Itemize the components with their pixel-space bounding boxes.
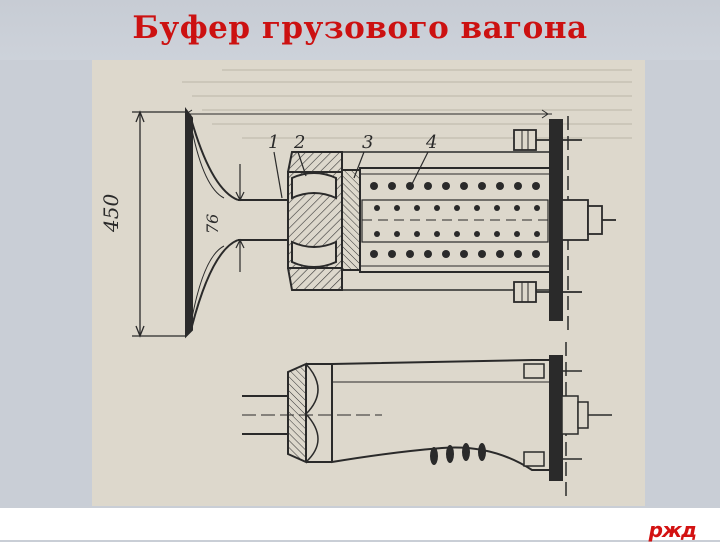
dimension-height-label: 450 (99, 194, 123, 233)
callout-label-3: 3 (362, 132, 373, 153)
plate-flare-bottom (191, 239, 239, 327)
slide-title: Буфер грузового вагона (132, 10, 588, 46)
callout-label-2: 2 (293, 132, 305, 153)
callout-leaders (273, 151, 429, 199)
scan-texture (182, 69, 632, 139)
callout-label-4: 4 (425, 132, 437, 153)
slide-header-background (0, 0, 720, 60)
mounting-flange (549, 119, 563, 321)
buffer-section-view (132, 107, 616, 339)
footer-band (0, 508, 720, 540)
height-dimension (132, 109, 552, 338)
spring-cover (341, 169, 361, 271)
buffer-plate (185, 107, 193, 339)
rzd-logo: ржд (648, 518, 697, 542)
mounting-bolts (513, 129, 616, 303)
buffer-drawing-figure: 1 2 3 4 450 76 (92, 60, 645, 506)
callout-label-1: 1 (268, 132, 279, 153)
housing-exterior (331, 359, 551, 471)
buffer-technical-drawing: 1 2 3 4 450 76 (99, 69, 632, 496)
buffer-exterior-view (242, 342, 612, 496)
buffer-housing (359, 167, 551, 273)
callout-labels: 1 2 3 4 (268, 132, 437, 153)
dimension-stem-label: 76 (203, 214, 222, 234)
plate-flare-top (191, 121, 239, 201)
